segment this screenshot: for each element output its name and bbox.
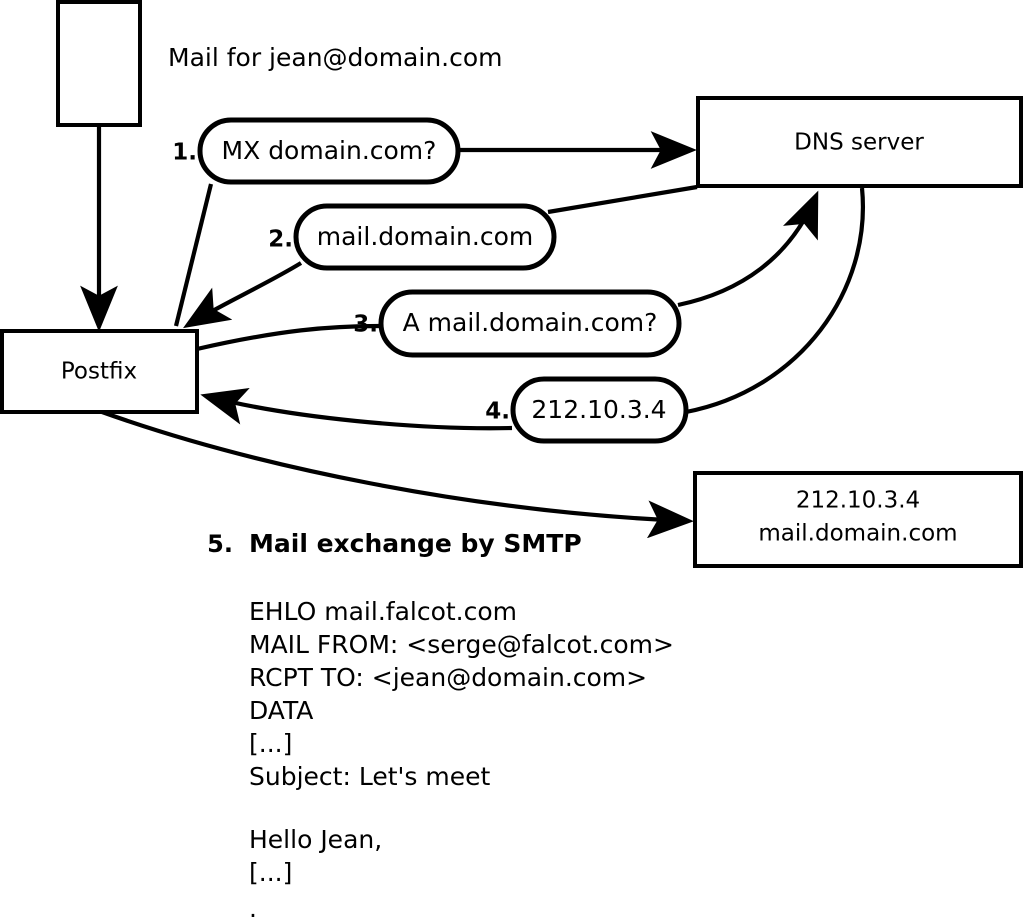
node-mail-client[interactable] bbox=[56, 0, 142, 127]
node-postfix-label: Postfix bbox=[61, 359, 137, 385]
mail-for-note: Mail for jean@domain.com bbox=[168, 43, 503, 72]
step-1-number: 1. bbox=[172, 140, 197, 166]
node-dns-server[interactable] bbox=[696, 96, 1023, 188]
step-2-number: 2. bbox=[268, 227, 293, 253]
edge-answer-a-to-postfix bbox=[200, 387, 513, 431]
bubble-step-1-label: MX domain.com? bbox=[222, 136, 437, 165]
edge-dns-to-answer-a bbox=[685, 187, 866, 415]
edge-query-a-to-dns bbox=[677, 190, 819, 308]
edge-bubble1-tail bbox=[173, 183, 214, 327]
transcript-line-8: [...] bbox=[249, 858, 292, 887]
transcript-line-10: . bbox=[249, 894, 257, 919]
transcript-line-5: Subject: Let's meet bbox=[249, 762, 490, 791]
node-mail-host-name: mail.domain.com bbox=[758, 521, 957, 547]
edge-postfix-to-mailhost-smtp bbox=[101, 410, 694, 539]
transcript-line-2: RCPT TO: <jean@domain.com> bbox=[249, 663, 647, 692]
bubble-step-3-label: A mail.domain.com? bbox=[403, 308, 658, 337]
node-postfix[interactable] bbox=[0, 329, 199, 414]
edge-dns-to-answer-mx bbox=[547, 184, 698, 215]
node-dns-server-label: DNS server bbox=[794, 130, 924, 156]
bubble-step-2[interactable] bbox=[293, 203, 557, 271]
bubble-step-4[interactable] bbox=[510, 376, 689, 444]
node-mail-host[interactable] bbox=[693, 471, 1023, 568]
transcript-line-1: MAIL FROM: <serge@falcot.com> bbox=[249, 630, 674, 659]
transcript-line-0: EHLO mail.falcot.com bbox=[249, 597, 517, 626]
step-5-number: 5. bbox=[207, 530, 233, 558]
bubble-step-1[interactable] bbox=[197, 117, 461, 185]
transcript-line-3: DATA bbox=[249, 696, 313, 725]
bubble-step-2-label: mail.domain.com bbox=[317, 222, 533, 251]
step-5-label: Mail exchange by SMTP bbox=[249, 529, 582, 558]
bubble-step-3[interactable] bbox=[378, 289, 682, 358]
edge-postfix-to-query-a bbox=[196, 323, 381, 352]
node-mail-host-ip: 212.10.3.4 bbox=[796, 488, 920, 514]
transcript-line-4: [...] bbox=[249, 729, 292, 758]
step-4-number: 4. bbox=[485, 399, 510, 425]
bubble-step-4-label: 212.10.3.4 bbox=[531, 395, 666, 424]
edge-answer-mx-to-postfix bbox=[183, 261, 303, 329]
transcript-line-7: Hello Jean, bbox=[249, 825, 382, 854]
step-3-number: 3. bbox=[353, 312, 378, 338]
